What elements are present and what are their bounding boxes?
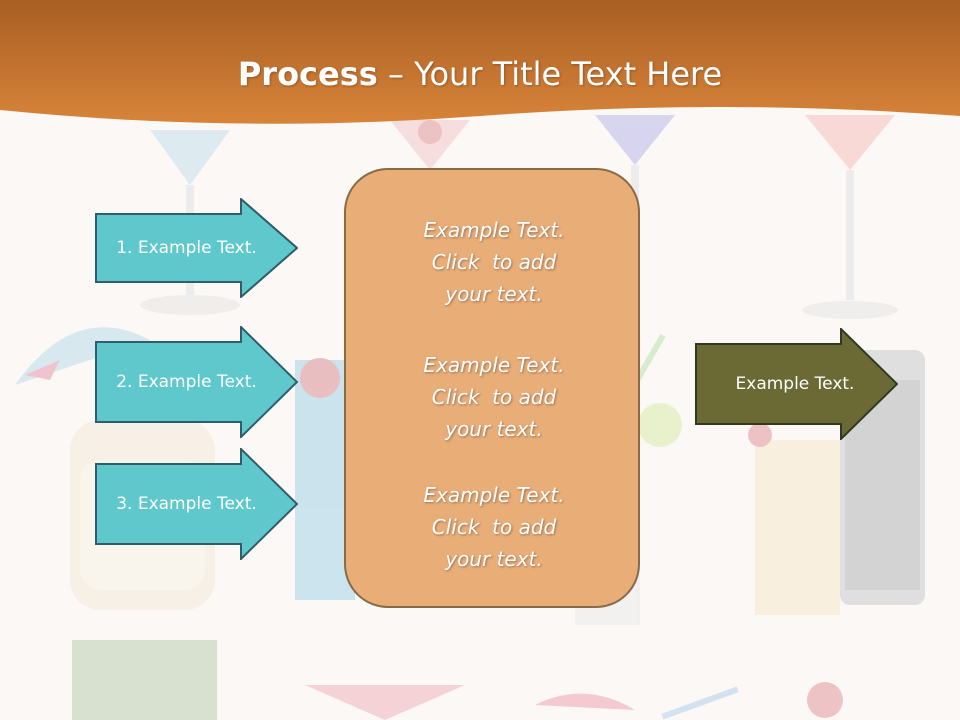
left-arrow-3[interactable]: 3. Example Text. [95,448,298,560]
center-block-3-line3: your text. [445,547,543,571]
center-block-2: Example Text. Click to add your text. [346,349,642,445]
center-block-1-line1: Example Text. [423,218,565,242]
left-arrow-3-label: 3. Example Text. [116,494,257,514]
right-arrow-label: Example Text. [735,374,855,394]
left-arrow-2-label: 2. Example Text. [116,372,257,392]
arrow-shape [95,448,298,560]
left-arrow-1[interactable]: 1. Example Text. [95,198,298,298]
title-rest: – Your Title Text Here [377,55,723,93]
center-block-1: Example Text. Click to add your text. [346,214,642,310]
arrow-shape [695,328,898,440]
center-block-1-line3: your text. [445,282,543,306]
center-block-2-line2: Click to add [431,385,557,409]
title-bold: Process [237,55,378,93]
center-text-box[interactable]: Example Text. Click to add your text. Ex… [344,168,640,608]
arrow-shape [95,326,298,438]
arrow-shape [95,198,298,298]
center-block-3: Example Text. Click to add your text. [346,479,642,575]
left-arrow-2[interactable]: 2. Example Text. [95,326,298,438]
center-block-3-line2: Click to add [431,515,557,539]
center-block-2-line3: your text. [445,417,543,441]
slide-title: Process – Your Title Text Here [0,52,960,96]
right-arrow[interactable]: Example Text. [695,328,898,440]
center-block-2-line1: Example Text. [423,353,565,377]
center-block-1-line2: Click to add [431,250,557,274]
center-block-3-line1: Example Text. [423,483,565,507]
left-arrow-1-label: 1. Example Text. [116,238,257,258]
